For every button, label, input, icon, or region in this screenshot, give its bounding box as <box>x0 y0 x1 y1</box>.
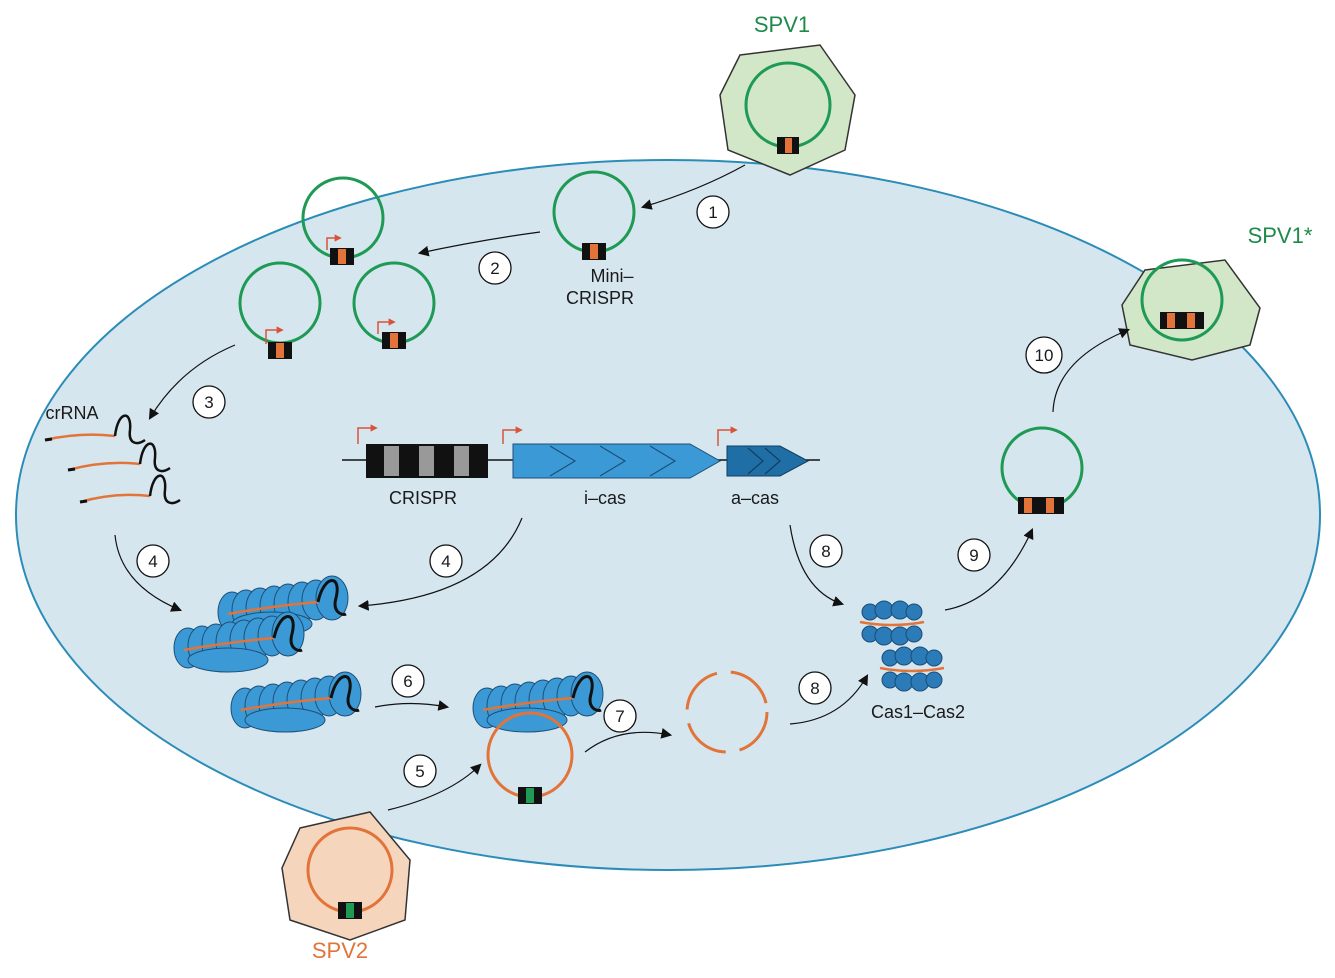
spv1-virus <box>719 44 856 176</box>
mini-crispr-plasmid <box>552 170 636 260</box>
spacer-integrated-plasmid <box>1000 426 1084 514</box>
step-8b: 8 <box>821 542 830 561</box>
crrna-label: crRNA <box>46 403 99 423</box>
crispr-label: CRISPR <box>389 488 457 508</box>
spv2-virus <box>281 811 411 941</box>
a-cas-label: a–cas <box>731 488 779 508</box>
step-4a: 4 <box>148 552 157 571</box>
step-2: 2 <box>490 259 499 278</box>
step-1: 1 <box>708 203 717 222</box>
replicated-plasmid-3 <box>352 261 436 349</box>
i-cas-label: i–cas <box>584 488 626 508</box>
step-6: 6 <box>403 672 412 691</box>
step-badges: 1 2 3 4 4 5 6 7 8 8 9 10 <box>136 195 1063 788</box>
replicated-plasmid-1 <box>301 176 385 265</box>
step-3: 3 <box>204 393 213 412</box>
step-10: 10 <box>1035 346 1054 365</box>
mini-crispr-label-2: CRISPR <box>566 288 634 308</box>
replicated-plasmid-2 <box>238 261 322 359</box>
step-8a: 8 <box>810 679 819 698</box>
step-4b: 4 <box>441 552 450 571</box>
spv1-star-label: SPV1* <box>1248 223 1313 248</box>
degraded-dna <box>685 670 769 754</box>
spv1-label: SPV1 <box>754 12 810 37</box>
spv2-target-plasmid <box>486 711 574 804</box>
spv1-star-virus <box>1121 258 1261 361</box>
step-5: 5 <box>415 762 424 781</box>
mini-crispr-label-1: Mini– <box>590 266 633 286</box>
crispr-locus <box>342 424 820 479</box>
flow-arrows <box>114 164 1130 811</box>
step-9: 9 <box>969 546 978 565</box>
step-7: 7 <box>615 707 624 726</box>
cas1-cas2-label: Cas1–Cas2 <box>871 702 965 722</box>
spv2-label: SPV2 <box>312 938 368 963</box>
host-cell <box>15 159 1321 871</box>
crrna-strands <box>44 414 181 505</box>
